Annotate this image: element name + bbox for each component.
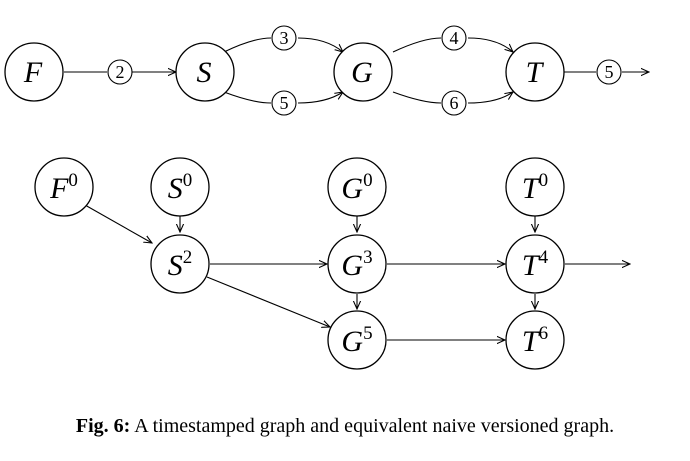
top-node-s: S (175, 42, 235, 102)
bottom-edges (84, 204, 630, 340)
edge-g-t-lower-right (467, 92, 513, 104)
edge-f0-s2 (84, 204, 152, 243)
node-g5: G5 (327, 310, 387, 370)
edge-label-g-t-lower-text: 6 (450, 93, 459, 113)
node-s0: S0 (150, 157, 210, 217)
node-t4: T4 (505, 234, 565, 294)
edge-label-f-s-text: 2 (116, 62, 125, 82)
node-g0-label: G0 (341, 170, 372, 205)
edge-g-t-lower-left (392, 91, 442, 104)
node-g3: G3 (327, 234, 387, 294)
top-node-t-label: T (526, 56, 545, 89)
node-s2-label: S2 (168, 247, 193, 282)
edge-label-g-t-upper: 4 (441, 25, 467, 51)
figure-caption: Fig. 6: A timestamped graph and equivale… (0, 415, 690, 438)
node-g0: G0 (327, 157, 387, 217)
edge-s2-g5 (206, 276, 330, 327)
edge-label-s-g-lower: 5 (271, 90, 297, 116)
node-f0: F0 (34, 157, 94, 217)
caption-text: A timestamped graph and equivalent naive… (134, 415, 615, 437)
top-node-t: T (505, 42, 565, 102)
edge-label-t-out-text: 5 (605, 62, 614, 82)
top-node-s-label: S (197, 56, 212, 89)
node-g5-label: G5 (341, 323, 372, 358)
edge-g-t-upper-left (392, 37, 442, 53)
edge-s-g-upper-left (223, 37, 272, 53)
node-g3-label: G3 (341, 247, 372, 282)
edge-label-g-t-upper-text: 4 (450, 28, 459, 48)
edge-label-t-out: 5 (596, 59, 622, 85)
edge-g-t-upper-right (467, 37, 513, 52)
node-t4-label: T4 (522, 247, 549, 282)
node-s0-label: S0 (168, 170, 193, 205)
node-t0-label: T0 (522, 170, 548, 205)
top-node-f: F (4, 42, 64, 102)
top-node-g: G (333, 42, 393, 102)
node-t6-label: T6 (522, 323, 548, 358)
edge-s-g-lower-right (297, 92, 343, 104)
node-t0: T0 (505, 157, 565, 217)
top-node-f-label: F (23, 56, 43, 89)
edge-label-g-t-lower: 6 (441, 90, 467, 116)
node-t6: T6 (505, 310, 565, 370)
top-edges (64, 37, 649, 104)
edge-label-s-g-upper: 3 (271, 25, 297, 51)
edge-s-g-lower-left (223, 91, 272, 104)
top-node-g-label: G (351, 56, 373, 89)
edge-label-s-g-lower-text: 5 (280, 93, 289, 113)
graph-canvas: 2 3 5 4 6 5 F S (4, 25, 690, 370)
edge-s-g-upper-right (297, 37, 343, 52)
edge-label-s-g-upper-text: 3 (280, 28, 289, 48)
node-s2: S2 (150, 234, 210, 294)
caption-label: Fig. 6: (75, 415, 131, 437)
edge-label-f-s: 2 (107, 59, 133, 85)
node-f0-label: F0 (49, 170, 78, 205)
